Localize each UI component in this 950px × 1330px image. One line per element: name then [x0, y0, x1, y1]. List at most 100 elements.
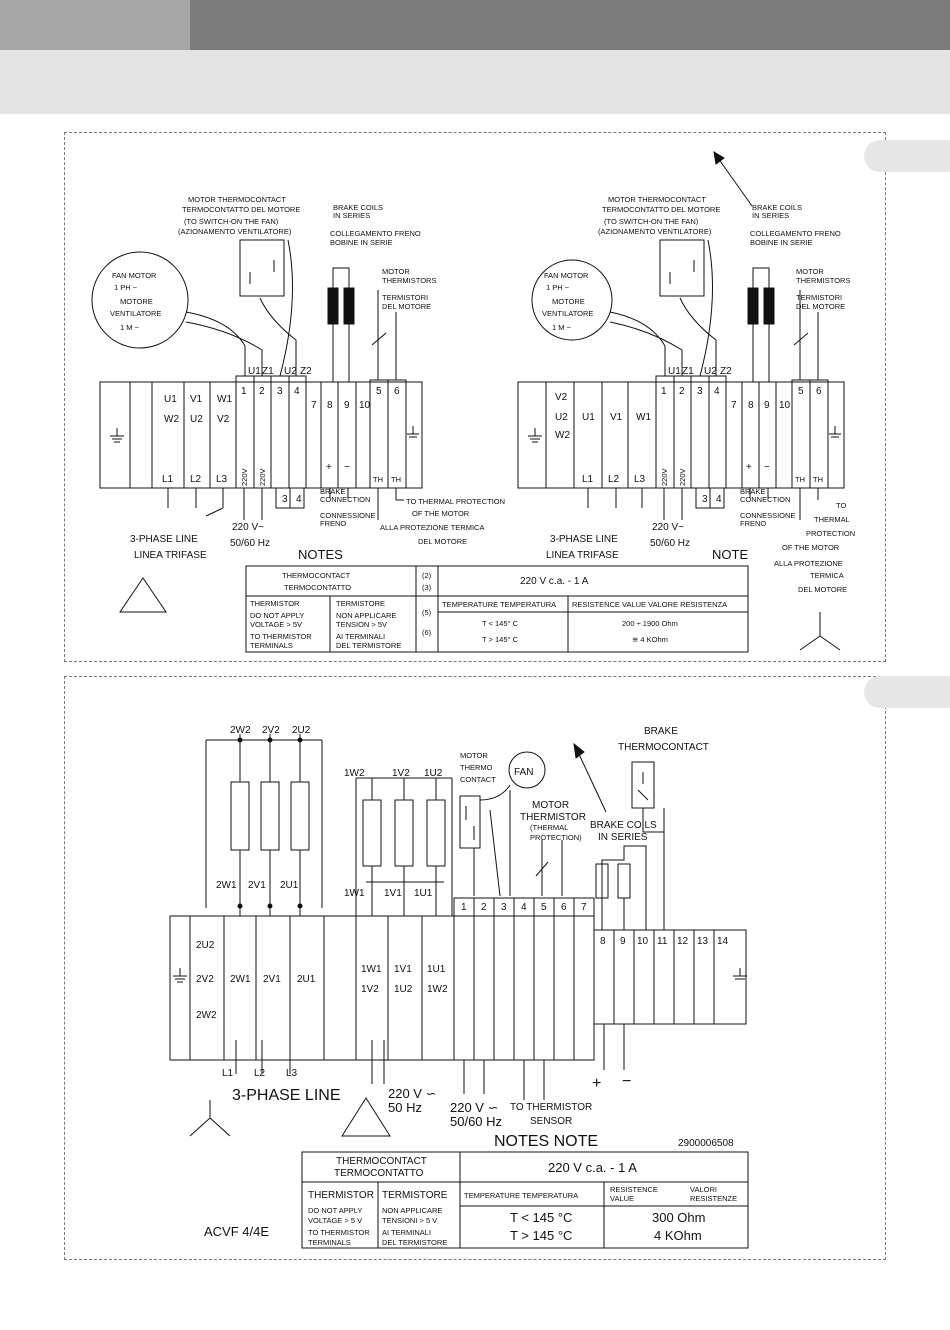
svg-text:V2: V2	[555, 392, 568, 403]
svg-text:TO THERMISTOR: TO THERMISTOR	[308, 1228, 370, 1237]
fan-motor-label: FAN MOTOR	[112, 271, 157, 280]
svg-text:1U1: 1U1	[427, 964, 446, 975]
svg-text:1W1: 1W1	[361, 964, 382, 975]
svg-text:Z2: Z2	[300, 366, 312, 377]
svg-text:SENSOR: SENSOR	[530, 1116, 572, 1127]
svg-text:2V2: 2V2	[262, 725, 280, 736]
svg-text:TEMPERATURE TEMPERATURA: TEMPERATURE TEMPERATURA	[464, 1191, 578, 1200]
svg-text:220 V c.a. - 1 A: 220 V c.a. - 1 A	[520, 576, 589, 587]
svg-text:COLLEGAMENTO FRENO: COLLEGAMENTO FRENO	[750, 229, 841, 238]
svg-text:9: 9	[620, 936, 626, 947]
svg-text:MOTORE: MOTORE	[120, 297, 153, 306]
svg-text:13: 13	[697, 936, 709, 947]
notes-title: NOTES NOTE	[494, 1133, 598, 1150]
svg-text:1W1: 1W1	[344, 888, 365, 899]
svg-text:Z1: Z1	[262, 366, 274, 377]
svg-text:4: 4	[714, 386, 720, 397]
svg-text:DEL TERMISTORE: DEL TERMISTORE	[382, 1238, 447, 1247]
svg-text:MOTOR: MOTOR	[796, 267, 824, 276]
svg-text:TERMOCONTATTO DEL MOTORE: TERMOCONTATTO DEL MOTORE	[182, 205, 300, 214]
svg-text:220V: 220V	[240, 468, 249, 486]
svg-text:1W2: 1W2	[427, 984, 448, 995]
svg-text:TERMOCONTATTO DEL MOTORE: TERMOCONTATTO DEL MOTORE	[602, 205, 720, 214]
svg-text:L2: L2	[190, 474, 202, 485]
svg-text:THERMO: THERMO	[460, 763, 493, 772]
svg-text:TH: TH	[813, 475, 823, 484]
svg-text:4 KOhm: 4 KOhm	[654, 1228, 702, 1243]
diagram1-right	[517, 151, 845, 651]
svg-text:TERMISTORE: TERMISTORE	[382, 1190, 448, 1201]
svg-text:TERMOCONTATTO: TERMOCONTATTO	[334, 1168, 424, 1179]
svg-text:THERMISTOR: THERMISTOR	[308, 1190, 374, 1201]
brake-connection-label: BRAKE	[320, 487, 345, 496]
svg-text:OF THE MOTOR: OF THE MOTOR	[782, 543, 840, 552]
svg-text:10: 10	[779, 400, 791, 411]
motor-thermistor-label: MOTOR	[532, 800, 569, 811]
svg-text:U1: U1	[164, 394, 177, 405]
model-label: ACVF 4/4E	[204, 1224, 269, 1239]
diagram1-notes-table	[245, 565, 749, 653]
svg-text:(TO SWITCH-ON THE FAN): (TO SWITCH-ON THE FAN)	[184, 217, 279, 226]
svg-text:THERMOCONTACT: THERMOCONTACT	[618, 742, 709, 753]
svg-text:THERMISTOR: THERMISTOR	[250, 599, 300, 608]
svg-text:V2: V2	[217, 414, 230, 425]
svg-text:IN SERIES: IN SERIES	[752, 211, 789, 220]
svg-text:10: 10	[637, 936, 649, 947]
svg-text:3: 3	[697, 386, 703, 397]
svg-text:THERMOCONTACT: THERMOCONTACT	[282, 571, 351, 580]
svg-text:NON APPLICARE: NON APPLICARE	[336, 611, 396, 620]
svg-text:(TO SWITCH-ON THE FAN): (TO SWITCH-ON THE FAN)	[604, 217, 699, 226]
svg-text:BOBINE IN SERIE: BOBINE IN SERIE	[750, 238, 813, 247]
svg-text:(2): (2)	[422, 571, 432, 580]
svg-text:(AZIONAMENTO VENTILATORE): (AZIONAMENTO VENTILATORE)	[178, 227, 292, 236]
svg-text:T < 145° C: T < 145° C	[482, 619, 519, 628]
svg-text:NON APPLICARE: NON APPLICARE	[382, 1206, 442, 1215]
svg-text:1U2: 1U2	[424, 768, 443, 779]
svg-text:2U1: 2U1	[297, 974, 316, 985]
svg-text:BRAKE: BRAKE	[740, 487, 765, 496]
note-title: NOTE	[712, 547, 748, 562]
svg-text:U2: U2	[704, 366, 717, 377]
svg-text:3: 3	[501, 902, 507, 913]
svg-text:L1: L1	[162, 474, 174, 485]
diagram2-text: 2W2 2V2 2U2 2W1 2V1 2U1 1W2 1V2 1U2 1W1 …	[196, 725, 734, 1239]
svg-text:3-PHASE LINE: 3-PHASE LINE	[550, 534, 618, 545]
svg-text:TH: TH	[373, 475, 383, 484]
svg-text:Z1: Z1	[682, 366, 694, 377]
voltage-left-label: 220 V ∽	[450, 1100, 498, 1115]
brake-coils-label: BRAKE COILS	[590, 820, 657, 831]
svg-text:FAN MOTOR: FAN MOTOR	[544, 271, 589, 280]
svg-text:220V: 220V	[678, 468, 687, 486]
svg-text:TEMPERATURE TEMPERATURA: TEMPERATURE TEMPERATURA	[442, 600, 556, 609]
svg-text:3: 3	[282, 494, 288, 505]
diagram2-notes-table	[301, 1151, 749, 1249]
svg-text:TENSION > 5V: TENSION > 5V	[336, 620, 387, 629]
svg-text:TERMISTORI: TERMISTORI	[382, 293, 428, 302]
svg-text:5: 5	[798, 386, 804, 397]
svg-text:5: 5	[541, 902, 547, 913]
svg-text:+: +	[592, 1075, 601, 1092]
svg-text:TO THERMISTOR: TO THERMISTOR	[250, 632, 312, 641]
svg-text:U2: U2	[190, 414, 203, 425]
svg-text:IN SERIES: IN SERIES	[333, 211, 370, 220]
svg-text:2: 2	[481, 902, 487, 913]
svg-text:220V: 220V	[660, 468, 669, 486]
svg-text:2V1: 2V1	[263, 974, 281, 985]
svg-text:50 Hz: 50 Hz	[388, 1100, 422, 1115]
svg-text:AI TERMINALI: AI TERMINALI	[336, 632, 385, 641]
thermal-protection-label: TO THERMAL PROTECTION	[406, 497, 505, 506]
svg-text:7: 7	[311, 400, 317, 411]
motor-thermistors-label: MOTOR	[382, 267, 410, 276]
svg-text:CONNESSIONE: CONNESSIONE	[740, 511, 795, 520]
svg-text:VENTILATORE: VENTILATORE	[542, 309, 593, 318]
svg-text:BRAKE COILS: BRAKE COILS	[752, 203, 802, 212]
svg-text:DEL TERMISTORE: DEL TERMISTORE	[336, 641, 401, 650]
svg-text:1V1: 1V1	[384, 888, 402, 899]
svg-text:THERMISTOR: THERMISTOR	[520, 812, 586, 823]
svg-text:(THERMAL: (THERMAL	[530, 823, 568, 832]
svg-text:THERMOCONTACT: THERMOCONTACT	[336, 1156, 427, 1167]
svg-text:TH: TH	[795, 475, 805, 484]
svg-text:U1: U1	[248, 366, 261, 377]
svg-text:200 ÷ 1900 Ohm: 200 ÷ 1900 Ohm	[622, 619, 678, 628]
svg-text:4: 4	[716, 494, 722, 505]
